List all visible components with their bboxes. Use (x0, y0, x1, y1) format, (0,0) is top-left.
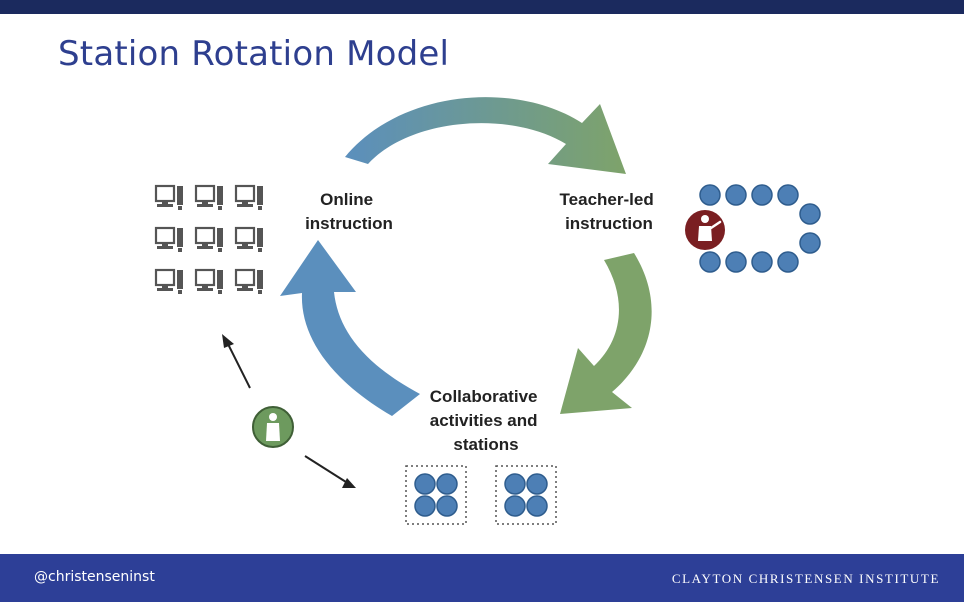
teacher-table-seat (699, 251, 721, 273)
teacher-table-seat (699, 184, 721, 206)
computer-icon (194, 268, 223, 294)
station-seat (414, 495, 436, 517)
teacher-table-seat (777, 251, 799, 273)
station-seat (504, 473, 526, 495)
station-seat (436, 473, 458, 495)
header-bar (0, 0, 964, 14)
arrow-teacher-to-collab (560, 253, 652, 414)
teacher-table-seat (751, 184, 773, 206)
teacher-table-seat (799, 203, 821, 225)
label-online-line1: Online (320, 190, 373, 209)
teacher-table-seat (777, 184, 799, 206)
station-rotation-diagram: Online instruction Teacher-led instructi… (154, 97, 821, 525)
footer-brand: CLAYTON CHRISTENSEN INSTITUTE (671, 571, 940, 586)
teacher-table-seat (751, 251, 773, 273)
slide-title: Station Rotation Model (58, 34, 450, 74)
computer-icon (154, 268, 183, 294)
station-seat (436, 495, 458, 517)
student-icon (252, 406, 294, 448)
computer-grid (154, 184, 263, 294)
computer-icon (194, 226, 223, 252)
teacher-table-seat (725, 184, 747, 206)
collaborative-stations (405, 465, 557, 525)
computer-icon (234, 268, 263, 294)
station-group (495, 465, 557, 525)
computer-icon (154, 226, 183, 252)
arrow-icon (222, 334, 356, 488)
arrow-collab-to-online (280, 240, 420, 416)
label-teacher-line1: Teacher-led (560, 190, 654, 209)
label-teacher-line2: instruction (565, 214, 653, 233)
label-teacher: Teacher-led instruction (560, 190, 659, 233)
computer-icon (234, 226, 263, 252)
footer-handle[interactable]: @christenseninst (34, 569, 155, 585)
computer-icon (154, 184, 183, 210)
label-online: Online instruction (305, 190, 393, 233)
teacher-icon (685, 210, 725, 250)
station-seat (414, 473, 436, 495)
label-collab-line2: activities and (430, 411, 538, 430)
computer-icon (234, 184, 263, 210)
station-seat (504, 495, 526, 517)
teacher-table-seat (725, 251, 747, 273)
label-collaborative: Collaborative activities and stations (430, 387, 542, 454)
station-seat (526, 473, 548, 495)
teacher-table-seats (699, 184, 821, 273)
label-collab-line1: Collaborative (430, 387, 538, 406)
label-online-line2: instruction (305, 214, 393, 233)
teacher-table-seat (799, 232, 821, 254)
arrow-online-to-teacher (345, 97, 626, 174)
station-seat (526, 495, 548, 517)
computer-icon (194, 184, 223, 210)
footer-bar (0, 554, 964, 602)
label-collab-line3: stations (453, 435, 518, 454)
station-group (405, 465, 467, 525)
